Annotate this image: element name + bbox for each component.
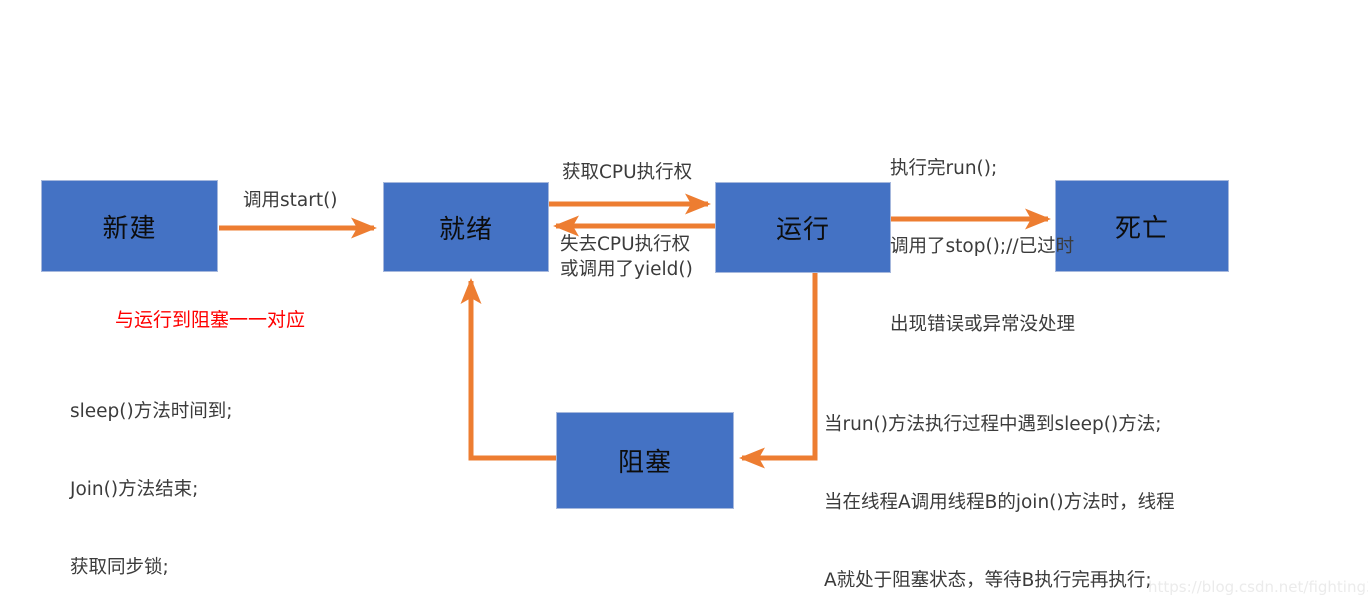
state-label-new: 新建 [102, 213, 157, 244]
state-label-blocked: 阻塞 [617, 448, 672, 478]
state-box-running[interactable]: 运行 [715, 182, 891, 273]
state-box-blocked[interactable]: 阻塞 [556, 412, 734, 509]
watermark: https://blog.csdn.net/fighting32 [1148, 578, 1368, 596]
unblock-conditions-note: sleep()方法时间到; Join()方法结束; 获取同步锁; 调用了noti… [70, 347, 363, 603]
death-condition-line-2: 调用了stop();//已过时 [890, 236, 1075, 257]
unblock-condition-line-3: 获取同步锁; [70, 557, 169, 578]
death-condition-line-1: 执行完run(); [890, 158, 998, 179]
edge-running-to-blocked [738, 273, 818, 469]
unblock-heading: 与运行到阻塞一一对应 [115, 309, 306, 331]
state-label-ready: 就绪 [438, 214, 493, 245]
edge-label-ready-to-running: 获取CPU执行权 [562, 162, 693, 183]
state-label-dead: 死亡 [1114, 213, 1169, 244]
block-condition-line-3: A就处于阻塞状态，等待B执行完再执行; [824, 570, 1152, 591]
block-condition-line-1: 当run()方法执行过程中遇到sleep()方法; [824, 414, 1162, 435]
death-condition-line-3: 出现错误或异常没处理 [890, 314, 1076, 335]
death-conditions-note: 执行完run(); 调用了stop();//已过时 出现错误或异常没处理 [890, 104, 1075, 390]
edge-label-running-to-ready: 失去CPU执行权 或调用了yield() [560, 234, 693, 280]
block-conditions-note: 当run()方法执行过程中遇到sleep()方法; 当在线程A调用线程B的joi… [824, 360, 1175, 603]
block-condition-line-2: 当在线程A调用线程B的join()方法时，线程 [824, 492, 1175, 513]
state-label-running: 运行 [775, 215, 830, 245]
state-box-ready[interactable]: 就绪 [383, 182, 549, 272]
unblock-condition-line-2: Join()方法结束; [70, 479, 199, 500]
state-box-dead[interactable]: 死亡 [1055, 180, 1229, 272]
edge-blocked-to-ready [460, 277, 556, 461]
edge-label-new-to-ready: 调用start() [243, 190, 338, 211]
unblock-condition-line-1: sleep()方法时间到; [70, 401, 233, 422]
state-box-new[interactable]: 新建 [41, 180, 218, 272]
